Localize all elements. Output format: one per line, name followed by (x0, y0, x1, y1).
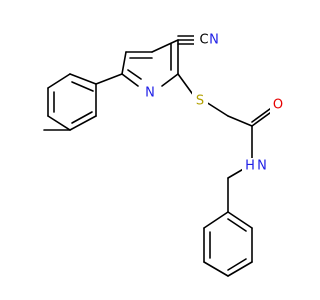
bond (69, 73, 97, 85)
bond (227, 115, 253, 127)
atom-labels: C N N S O H N (142, 30, 286, 176)
bond (69, 115, 97, 131)
bond (47, 73, 71, 89)
bond (227, 218, 247, 232)
bond (227, 258, 247, 271)
thioether-sulfur-label: S (196, 94, 204, 109)
bond (47, 115, 71, 131)
nitrile-group (177, 35, 197, 45)
bond (151, 39, 179, 53)
bond (121, 51, 127, 75)
bond (205, 101, 229, 117)
pyridine-ring (121, 39, 179, 87)
bond (227, 211, 253, 229)
amide-hydrogen-label: H (245, 159, 255, 174)
bond (71, 111, 93, 124)
bond (203, 211, 229, 229)
tolyl-ring (43, 73, 123, 131)
bond (177, 73, 195, 97)
pyridine-nitrogen-label: N (145, 86, 155, 101)
label-bg (192, 92, 208, 110)
bond (121, 73, 139, 87)
molecule-structure: C N N S O H N (43, 30, 286, 277)
label-bg (242, 158, 274, 176)
carbonyl-oxygen-label: O (273, 98, 283, 113)
amide-nitrogen-label: N (257, 159, 267, 174)
bond (127, 69, 142, 80)
label-bg (270, 96, 286, 114)
label-bg (194, 30, 218, 50)
benzyl-ring (203, 177, 253, 277)
nitrile-carbon-label: C (199, 33, 208, 48)
bond (161, 73, 179, 87)
bond (227, 261, 253, 277)
bond (95, 73, 123, 85)
molecule-canvas: C N N S O H N (43, 30, 286, 277)
bond (203, 261, 229, 277)
nitrile-nitrogen-label: N (209, 33, 219, 48)
bond (71, 81, 94, 92)
label-bg (142, 84, 158, 102)
